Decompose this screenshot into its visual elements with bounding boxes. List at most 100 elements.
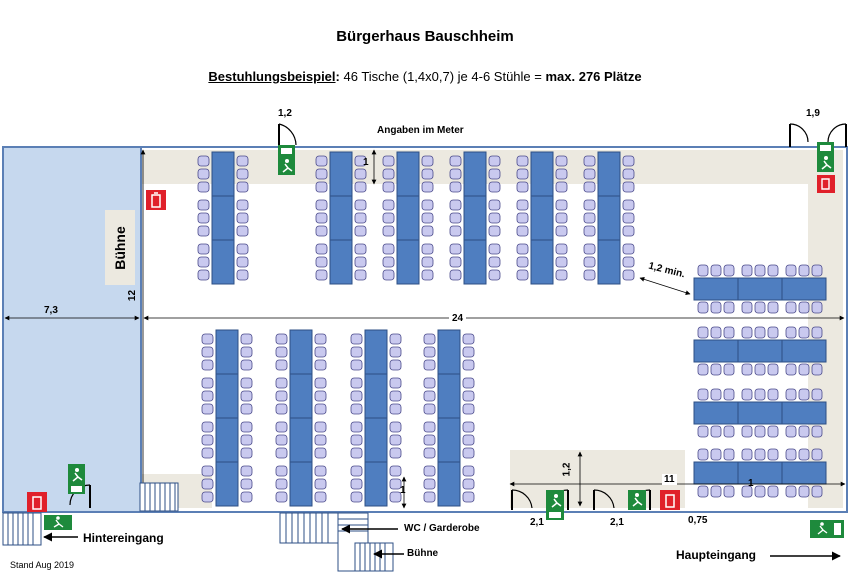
stage-stairs-label: Bühne xyxy=(407,548,439,559)
subtitle-prefix: Bestuhlungsbeispiel xyxy=(208,69,336,84)
stairs-stage xyxy=(139,482,179,512)
hall-height-value: 12 xyxy=(127,289,139,302)
chair xyxy=(423,421,436,433)
chair xyxy=(197,168,210,180)
chair xyxy=(449,269,462,281)
table xyxy=(211,151,235,197)
chair xyxy=(811,363,823,376)
chair xyxy=(354,199,367,211)
chair xyxy=(389,403,402,415)
chair xyxy=(710,326,722,339)
chair xyxy=(798,388,810,401)
chair xyxy=(354,243,367,255)
door-top-right-width: 1,9 xyxy=(806,108,820,119)
chair xyxy=(697,326,709,339)
chair xyxy=(423,447,436,459)
side-gap-value: 0,75 xyxy=(688,515,708,526)
chair xyxy=(583,168,596,180)
chair xyxy=(315,181,328,193)
chair xyxy=(389,390,402,402)
chair xyxy=(201,377,214,389)
door-top-left[interactable] xyxy=(278,123,297,147)
chair xyxy=(421,269,434,281)
table xyxy=(463,151,487,197)
chair xyxy=(236,269,249,281)
chair xyxy=(462,377,475,389)
chair xyxy=(785,363,797,376)
chair xyxy=(350,377,363,389)
door-top-right[interactable] xyxy=(789,123,847,147)
table xyxy=(781,401,827,425)
table xyxy=(463,195,487,241)
chair xyxy=(741,301,753,314)
chair xyxy=(767,301,779,314)
chair xyxy=(423,491,436,503)
table xyxy=(215,373,239,419)
chair xyxy=(741,264,753,277)
table xyxy=(693,339,739,363)
table xyxy=(329,195,353,241)
running-man-exit-icon xyxy=(628,490,646,510)
chair xyxy=(389,447,402,459)
chair xyxy=(354,168,367,180)
chair xyxy=(710,388,722,401)
chair xyxy=(350,421,363,433)
table xyxy=(737,339,783,363)
chair xyxy=(423,346,436,358)
chair xyxy=(201,447,214,459)
door-top-left-width: 1,2 xyxy=(278,108,292,119)
chair xyxy=(516,155,529,167)
stairs-back xyxy=(2,512,42,546)
table xyxy=(215,329,239,375)
table xyxy=(215,417,239,463)
chair xyxy=(236,181,249,193)
chair xyxy=(583,269,596,281)
chair xyxy=(785,448,797,461)
pointer-arrows xyxy=(43,524,841,561)
chair xyxy=(710,264,722,277)
table xyxy=(215,461,239,507)
chair xyxy=(275,403,288,415)
chair xyxy=(798,448,810,461)
chair xyxy=(754,326,766,339)
chair xyxy=(389,491,402,503)
chair xyxy=(798,485,810,498)
chair xyxy=(754,425,766,438)
chair xyxy=(767,485,779,498)
table xyxy=(437,329,461,375)
corridor-width-value: 1,2 xyxy=(561,462,573,477)
chair xyxy=(201,478,214,490)
chair xyxy=(516,212,529,224)
chair xyxy=(423,333,436,345)
chair xyxy=(785,264,797,277)
table xyxy=(289,417,313,463)
table xyxy=(693,461,739,485)
chair xyxy=(785,301,797,314)
chair xyxy=(462,421,475,433)
chair xyxy=(723,388,735,401)
chair xyxy=(382,225,395,237)
chair xyxy=(583,155,596,167)
chair xyxy=(811,388,823,401)
chair xyxy=(421,155,434,167)
chair xyxy=(423,478,436,490)
chair xyxy=(723,326,735,339)
chair xyxy=(785,326,797,339)
chair xyxy=(354,269,367,281)
chair xyxy=(236,243,249,255)
chair xyxy=(275,333,288,345)
fire-extinguisher-icon xyxy=(817,175,835,193)
chair xyxy=(197,269,210,281)
chair xyxy=(240,478,253,490)
chair xyxy=(421,212,434,224)
chair xyxy=(516,243,529,255)
chair xyxy=(354,212,367,224)
chair xyxy=(389,465,402,477)
chair xyxy=(240,447,253,459)
chair xyxy=(275,447,288,459)
chair xyxy=(583,212,596,224)
chair xyxy=(236,199,249,211)
stage-label-box xyxy=(105,210,135,285)
chair xyxy=(449,155,462,167)
chair xyxy=(516,168,529,180)
